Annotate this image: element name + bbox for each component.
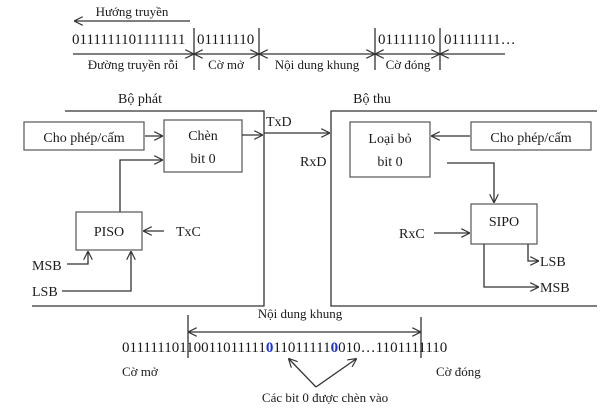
piso-box [75, 211, 143, 251]
content-bits-2: 11011111 [273, 340, 330, 356]
rxd-label: RxD [300, 155, 326, 170]
tx-msb-label: MSB [32, 259, 62, 274]
content-bits-1: 110011011111 [179, 340, 266, 356]
open-flag-bits: 01111110 [197, 32, 254, 48]
open-flag-label: Cờ mở [208, 57, 245, 72]
rxc-label: RxC [399, 227, 425, 242]
tx-enable-box [23, 121, 145, 151]
txd-label: TxD [266, 115, 292, 130]
rx-enable-box [470, 121, 592, 151]
remove-to-sipo-line [447, 162, 494, 202]
top-bitstream-section: Hướng truyền 0111111101111111 01111110 0… [72, 4, 516, 72]
remove-bit-label-2: bit 0 [377, 155, 402, 170]
rx-enable-label: Cho phép/cấm [490, 131, 571, 146]
transmitter-title: Bộ phát [118, 92, 162, 107]
msb-out-arrow [483, 244, 538, 287]
sipo-label: SIPO [489, 215, 519, 230]
pointer-arrow-1 [289, 359, 317, 388]
inserted-zero-1: 0 [266, 340, 274, 356]
bottom-bitstream-section: Nội dung khung 0111111011001101111101101… [122, 306, 481, 405]
transmitter: Bộ phát Cho phép/cấm Chèn bit 0 PISO TxC… [23, 92, 265, 307]
close-flag-bits: 01111110 [390, 340, 447, 356]
rx-msb-label: MSB [540, 281, 570, 296]
lsb-arrow [62, 252, 131, 292]
lsb-out-arrow [527, 244, 538, 261]
receiver: Bộ thu Loại bỏ bit 0 Cho phép/cấm SIPO R… [330, 92, 597, 307]
insert-bit-label-2: bit 0 [190, 152, 215, 167]
sipo-box [470, 203, 538, 245]
remove-bit-box [349, 121, 431, 178]
insert-bit-box [163, 119, 243, 173]
content-bits-3: 010…11 [338, 340, 390, 356]
pointer-arrow-2 [315, 359, 356, 388]
tx-lsb-label: LSB [32, 285, 58, 300]
insert-bit-label-1: Chèn [188, 129, 218, 144]
rx-lsb-label: LSB [540, 255, 566, 270]
bottom-close-flag-label: Cờ đóng [436, 364, 481, 379]
piso-label: PISO [94, 225, 124, 240]
inserted-bits-label: Các bit 0 được chèn vào [262, 390, 388, 405]
receiver-title: Bộ thu [353, 92, 391, 107]
bottom-open-flag-label: Cờ mở [122, 364, 159, 379]
after-bits: 01111111… [444, 32, 516, 48]
remove-bit-label-1: Loại bỏ [368, 132, 411, 147]
tx-enable-label: Cho phép/cấm [43, 131, 124, 146]
bottom-bitstream: 011111101100110111110110111110010…110111… [122, 340, 447, 356]
close-flag-bits: 01111110 [378, 32, 435, 48]
piso-to-insert-line [119, 160, 162, 212]
idle-bits: 0111111101111111 [72, 32, 185, 48]
close-flag-label: Cờ đóng [386, 57, 431, 72]
inserted-zero-2: 0 [331, 340, 339, 356]
transmitter-border [32, 110, 265, 307]
txc-label: TxC [176, 225, 201, 240]
open-flag-bits: 01111110 [122, 340, 179, 356]
msb-arrow [67, 252, 88, 265]
content-label: Nội dung khung [275, 57, 360, 72]
serial-link: TxD RxD [264, 115, 329, 170]
idle-label: Đường truyền rỗi [88, 57, 179, 72]
bottom-content-label: Nội dung khung [258, 306, 343, 321]
receiver-border [330, 110, 597, 307]
direction-label: Hướng truyền [96, 4, 169, 19]
